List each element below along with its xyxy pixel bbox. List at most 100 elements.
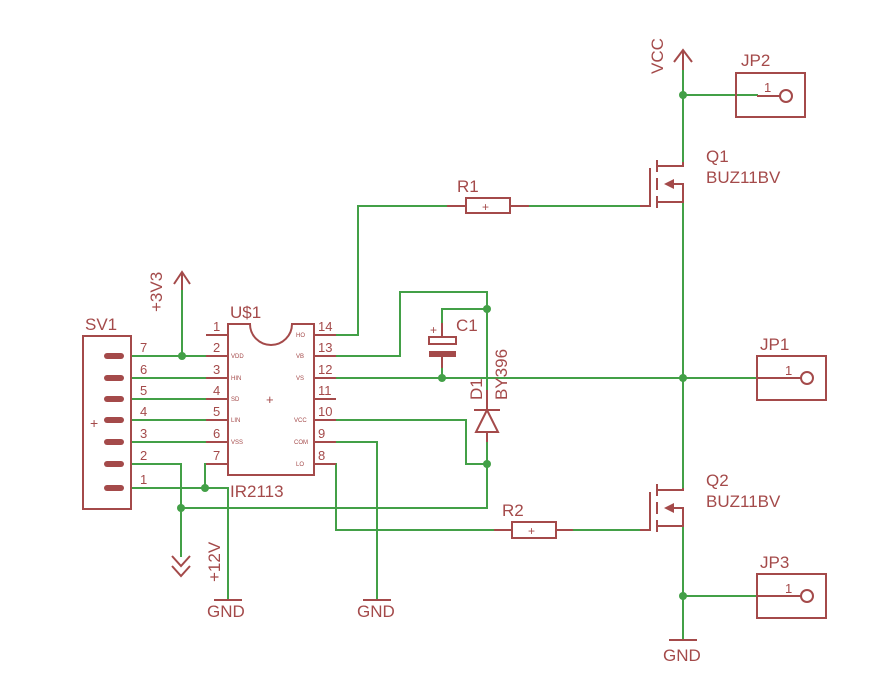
- junctions: [177, 91, 687, 600]
- jumper-body: [735, 72, 806, 118]
- connector-sv1: SV1 + 7 6 5 4 3 2 1: [82, 315, 147, 510]
- net-vb: [335, 291, 488, 391]
- junction-dot: [177, 504, 185, 512]
- ground-left: GND: [207, 599, 245, 621]
- driver-left-pins: [206, 334, 228, 465]
- connector-name: SV1: [85, 315, 117, 334]
- jumper-jp2: JP2 1: [735, 51, 806, 118]
- diode-d1: D1 BY396: [467, 349, 511, 442]
- driver-pin-number: 11: [318, 383, 332, 398]
- connector-pin-number: 5: [140, 383, 147, 398]
- jumper-pin-number: 1: [785, 363, 792, 378]
- jumper-pin-number: 1: [764, 80, 771, 95]
- transistor-name: Q2: [706, 471, 729, 490]
- connector-pin-number: 1: [140, 472, 147, 487]
- ground-middle: GND: [357, 599, 395, 621]
- driver-name: U$1: [230, 303, 261, 322]
- net-com: [335, 441, 378, 601]
- connector-pin-number: 6: [140, 362, 147, 377]
- net-c1-top: [441, 308, 488, 324]
- driver-pin-number: 4: [213, 383, 220, 398]
- driver-pin-number: 7: [213, 448, 220, 463]
- resistor-r1: R1 +: [447, 177, 529, 214]
- driver-right-pins: [314, 334, 336, 465]
- net-lo: [335, 463, 495, 531]
- resistor-r2: R2 +: [494, 501, 573, 539]
- jumper-pin-number: 1: [785, 581, 792, 596]
- driver-pin-number: 8: [318, 448, 325, 463]
- transistor-drain: [657, 162, 684, 167]
- connector-pin-mark: [104, 485, 124, 491]
- ground-label: GND: [663, 646, 701, 665]
- connector-pin-number: 2: [140, 448, 147, 463]
- jumper-name: JP1: [760, 335, 789, 354]
- junction-dot: [483, 305, 491, 313]
- transistor-source: [657, 507, 684, 527]
- connector-pin-mark: [104, 439, 124, 445]
- center-mark: +: [266, 392, 274, 407]
- transistor-gate: [640, 492, 651, 531]
- connector-pin-mark: [104, 353, 124, 359]
- driver-signal: LO: [296, 462, 304, 468]
- net-vcc-pin: [335, 419, 488, 465]
- jumper-pad: [800, 589, 814, 603]
- ground-right: GND: [663, 639, 701, 665]
- driver-signal: HIN: [231, 376, 241, 382]
- driver-signal: VS: [296, 376, 304, 382]
- diode-name: D1: [467, 378, 486, 400]
- ground-label: GND: [357, 602, 395, 621]
- capacitor-polarity: +: [430, 323, 437, 337]
- supply-3v3: +3V3: [147, 270, 191, 312]
- connector-pin-number: 3: [140, 426, 147, 441]
- supply-label: VCC: [648, 38, 667, 74]
- driver-pin-number: 5: [213, 404, 220, 419]
- transistor-arrow-icon: [664, 503, 674, 513]
- diode-triangle: [474, 407, 500, 433]
- junction-dot: [201, 484, 209, 492]
- center-mark: +: [90, 415, 98, 431]
- supply-label: +12V: [205, 541, 224, 582]
- driver-signal: HO: [296, 333, 305, 339]
- driver-pin-number: 13: [318, 340, 332, 355]
- ground-label: GND: [207, 602, 245, 621]
- driver-signal: VB: [296, 354, 304, 360]
- jumper-name: JP3: [760, 553, 789, 572]
- jumper-pad: [800, 371, 814, 385]
- net-diode-anode: [180, 441, 488, 509]
- supply-12v: +12V: [171, 541, 224, 582]
- driver-signal: VCC: [294, 418, 307, 424]
- jumper-name: JP2: [741, 51, 770, 70]
- transistor-drain: [657, 488, 684, 491]
- junction-dot: [679, 374, 687, 382]
- supply-vcc: VCC: [648, 38, 693, 74]
- driver-signal: COM: [294, 440, 308, 446]
- resistor-name: R2: [502, 501, 524, 520]
- capacitor-plate-positive: [428, 336, 457, 345]
- driver-pin-number: 1: [213, 319, 220, 334]
- driver-signal: SD: [231, 397, 240, 403]
- connector-pin-mark: [104, 375, 124, 381]
- connector-pin-number: 4: [140, 404, 147, 419]
- diode-value: BY396: [492, 349, 511, 400]
- driver-pin-number: 3: [213, 362, 220, 377]
- supply-double-arrow-icon: [171, 555, 191, 578]
- driver-pin-number: 14: [318, 319, 332, 334]
- driver-body: [227, 323, 315, 476]
- connector-pin-number: 7: [140, 340, 147, 355]
- net-ho: [335, 205, 448, 336]
- jumper-pad: [779, 89, 793, 103]
- transistor-q2: Q2 BUZ11BV: [640, 471, 781, 532]
- driver-pin-number: 12: [318, 362, 332, 377]
- transistor-gate: [640, 168, 651, 207]
- connector-pin-mark: [104, 461, 124, 467]
- resistor-mark: +: [482, 200, 489, 214]
- junction-dot: [679, 91, 687, 99]
- transistor-name: Q1: [706, 147, 729, 166]
- driver-value: IR2113: [230, 482, 284, 501]
- driver-signal: VSS: [231, 440, 243, 446]
- driver-pin-number: 2: [213, 340, 220, 355]
- driver-signal: VDD: [231, 354, 244, 360]
- net-vss-tie: [204, 463, 207, 489]
- connector-pin-mark: [104, 417, 124, 423]
